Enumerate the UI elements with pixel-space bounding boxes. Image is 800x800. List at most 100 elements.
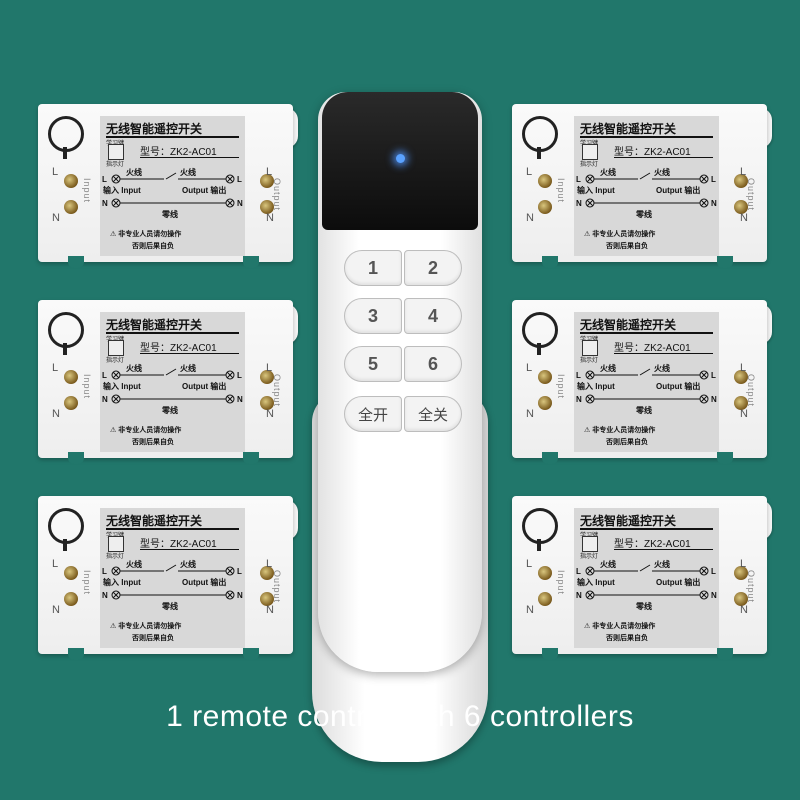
button-3[interactable]: 3 — [344, 298, 402, 334]
live-left-label: 火线 — [600, 363, 616, 373]
wire-n-left: N — [102, 199, 108, 208]
terminal-screw-icon — [64, 370, 78, 384]
module-notch — [542, 452, 558, 464]
module-title: 无线智能遥控开关 — [580, 318, 677, 332]
label-panel: 无线智能遥控开关 学习键 指示灯 型号：ZK2-AC01 L L — [574, 312, 719, 452]
button-2[interactable]: 2 — [404, 250, 462, 286]
keyhole-icon — [522, 116, 558, 159]
input-label: 输入 Input — [103, 577, 141, 587]
indicator-label: 指示灯 — [106, 358, 125, 364]
side-input-label: Input — [556, 374, 566, 400]
caption-text: 1 remote control with 6 controllers — [166, 700, 634, 733]
output-label: Output 输出 — [182, 577, 226, 587]
wire-n-right: N — [237, 591, 243, 600]
button-row: 3 4 — [344, 298, 462, 334]
side-l-left: L — [526, 558, 533, 570]
wire-n-right: N — [711, 395, 717, 404]
model-number: 型号：ZK2-AC01 — [140, 539, 217, 550]
terminal-screw-icon — [260, 174, 274, 188]
neutral-label: 零线 — [635, 601, 652, 611]
side-n-right: N — [266, 604, 274, 616]
live-right-label: 火线 — [654, 167, 670, 177]
wire-l-right: L — [711, 567, 716, 576]
terminal-screw-icon — [64, 566, 78, 580]
module-title: 无线智能遥控开关 — [580, 122, 677, 136]
output-label: Output 输出 — [182, 381, 226, 391]
terminal-screw-icon — [64, 200, 78, 214]
all-off-button[interactable]: 全关 — [404, 396, 462, 432]
model-number: 型号：ZK2-AC01 — [614, 539, 691, 550]
side-output-label: Output — [272, 178, 282, 212]
warning-text: ⚠ 非专业人员请勿操作 — [110, 427, 182, 434]
module-notch — [542, 256, 558, 268]
side-n-left: N — [526, 408, 534, 420]
side-output-label: Output — [746, 374, 756, 408]
indicator-label: 指示灯 — [106, 554, 125, 560]
input-label: 输入 Input — [103, 381, 141, 391]
module-notch — [542, 648, 558, 660]
button-6[interactable]: 6 — [404, 346, 462, 382]
terminal-screw-icon — [538, 566, 552, 580]
live-left-label: 火线 — [600, 559, 616, 569]
terminal-screw-icon — [64, 396, 78, 410]
live-right-label: 火线 — [180, 167, 196, 177]
live-left-label: 火线 — [126, 559, 142, 569]
live-right-label: 火线 — [180, 559, 196, 569]
wiring-diagram: L L 火线 火线 输入 Input Output 输出 N — [102, 167, 243, 219]
live-left-label: 火线 — [126, 363, 142, 373]
keyhole-icon — [48, 508, 84, 551]
terminal-screw-icon — [260, 370, 274, 384]
live-left-label: 火线 — [126, 167, 142, 177]
button-5[interactable]: 5 — [344, 346, 402, 382]
wire-n-left: N — [576, 199, 582, 208]
indicator-label: 指示灯 — [580, 162, 599, 168]
side-l-right: L — [266, 558, 273, 570]
button-row: 5 6 — [344, 346, 462, 382]
side-input-label: Input — [556, 570, 566, 596]
side-l-left: L — [526, 166, 533, 178]
live-right-label: 火线 — [180, 363, 196, 373]
warning-text: ⚠ 非专业人员请勿操作 — [584, 623, 656, 630]
button-1[interactable]: 1 — [344, 250, 402, 286]
keyhole-icon — [522, 312, 558, 355]
wire-n-left: N — [576, 395, 582, 404]
model-underline — [614, 353, 713, 354]
side-n-left: N — [526, 604, 534, 616]
remote-control: 1 2 3 4 5 6 全开 全关 — [312, 92, 488, 762]
terminal-screw-icon — [538, 592, 552, 606]
terminal-screw-icon — [538, 370, 552, 384]
wire-n-right: N — [711, 199, 717, 208]
live-right-label: 火线 — [654, 363, 670, 373]
side-n-right: N — [740, 408, 748, 420]
side-n-right: N — [266, 212, 274, 224]
wire-n-left: N — [102, 395, 108, 404]
neutral-label: 零线 — [161, 209, 178, 219]
terminal-screw-icon — [734, 370, 748, 384]
button-4[interactable]: 4 — [404, 298, 462, 334]
wire-n-right: N — [237, 395, 243, 404]
learn-key-button — [582, 536, 598, 552]
side-l-right: L — [740, 362, 747, 374]
input-label: 输入 Input — [577, 185, 615, 195]
side-input-label: Input — [82, 570, 92, 596]
title-underline — [580, 528, 713, 530]
terminal-screw-icon — [260, 592, 274, 606]
output-label: Output 输出 — [656, 381, 700, 391]
wire-l-left: L — [576, 175, 581, 184]
wire-n-right: N — [711, 591, 717, 600]
controller-module: Input Output L N L N 无线智能遥控开关 学习键 指示灯 型号… — [512, 300, 772, 464]
warning-text-2: 否则后果自负 — [606, 243, 648, 250]
remote-head — [322, 92, 478, 230]
side-l-right: L — [266, 362, 273, 374]
live-right-label: 火线 — [654, 559, 670, 569]
side-input-label: Input — [556, 178, 566, 204]
neutral-label: 零线 — [635, 209, 652, 219]
wire-n-right: N — [237, 199, 243, 208]
side-n-left: N — [52, 604, 60, 616]
side-n-left: N — [52, 408, 60, 420]
all-on-button[interactable]: 全开 — [344, 396, 402, 432]
side-l-right: L — [740, 166, 747, 178]
output-label: Output 输出 — [656, 185, 700, 195]
terminal-screw-icon — [538, 396, 552, 410]
